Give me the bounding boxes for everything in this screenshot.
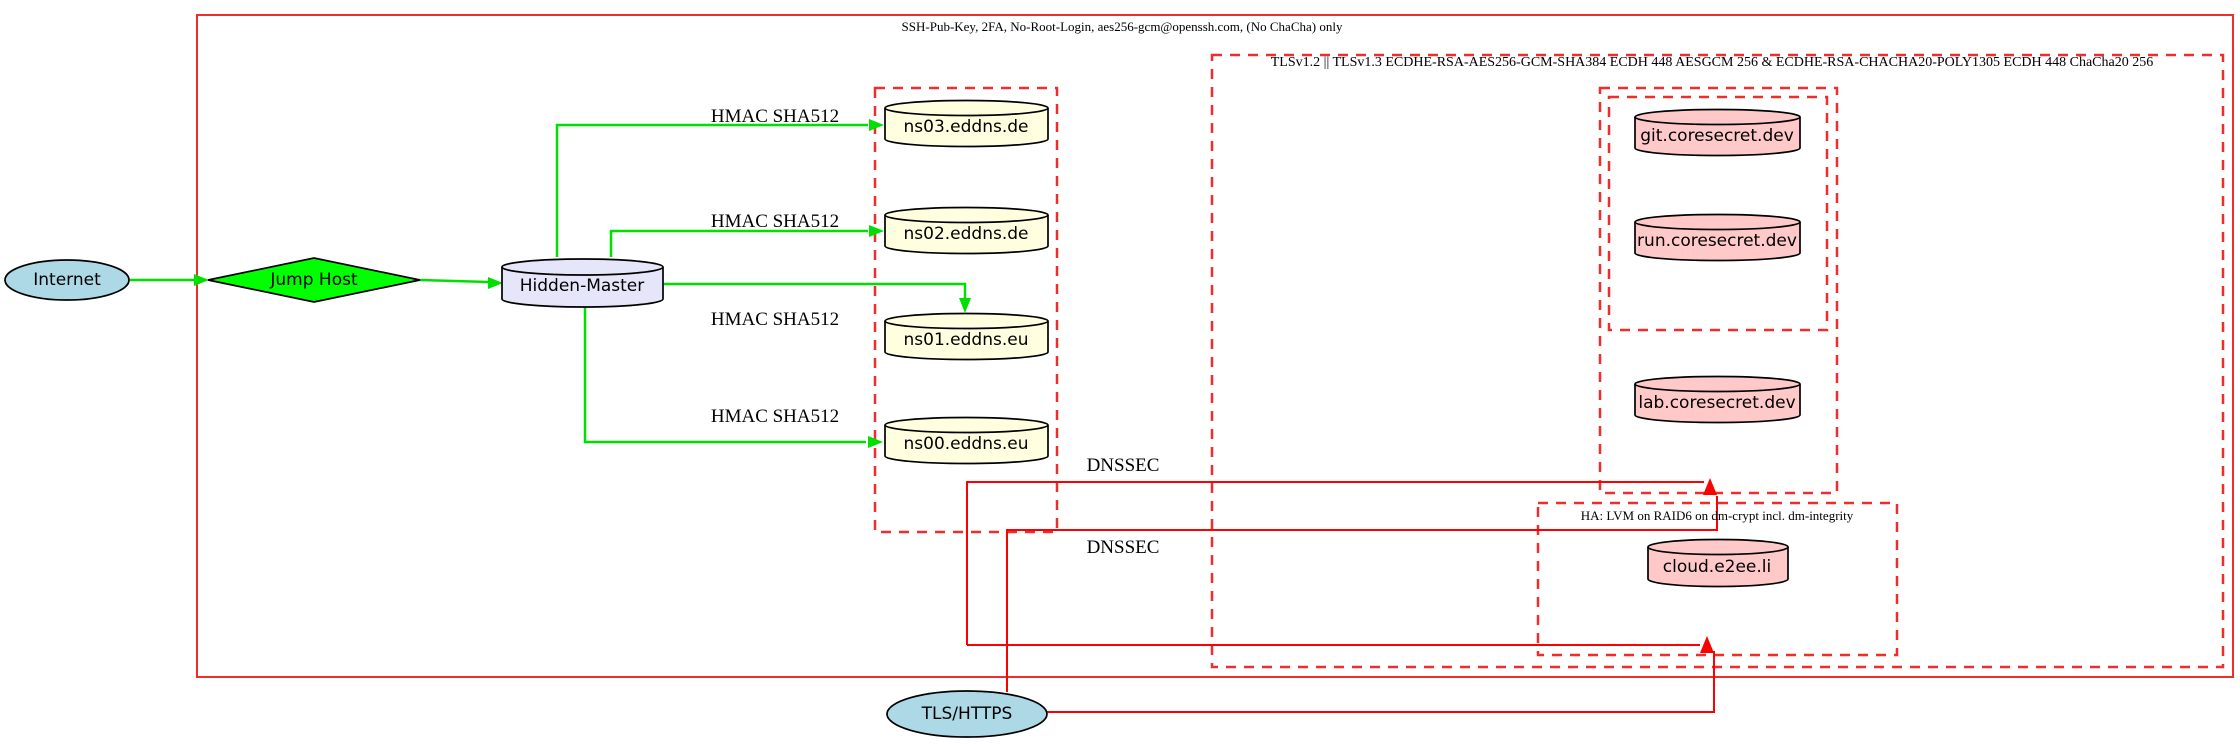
edge-hiddenmaster-ns02 bbox=[609, 229, 868, 257]
ns01-label: ns01.eddns.eu bbox=[903, 330, 1029, 350]
arrowhead-ha bbox=[1700, 636, 1714, 653]
arrowhead-ns00 bbox=[868, 436, 883, 448]
hmac-label-1: HMAC SHA512 bbox=[710, 106, 840, 127]
green-arrowheads bbox=[194, 119, 971, 448]
edge-tlshttps-to-ha bbox=[1047, 651, 1715, 713]
edge-hiddenmaster-ns03 bbox=[555, 123, 868, 257]
red-arrowheads bbox=[1700, 478, 1717, 653]
hmac-label-2: HMAC SHA512 bbox=[710, 211, 840, 232]
ns02-cylinder bbox=[884, 206, 1049, 255]
cloud-label: cloud.e2ee.li bbox=[1662, 557, 1772, 577]
cluster-dns-box bbox=[873, 86, 1059, 534]
run-label: run.coresecret.dev bbox=[1637, 231, 1797, 251]
arrowhead-ns03 bbox=[869, 119, 884, 131]
arrowhead-hiddenmaster bbox=[488, 277, 503, 289]
hidden-master-cylinder bbox=[501, 258, 664, 308]
lab-label: lab.coresecret.dev bbox=[1638, 393, 1796, 413]
cluster-ha-label: HA: LVM on RAID6 on dm-crypt incl. dm-in… bbox=[1580, 508, 1854, 523]
hmac-label-4: HMAC SHA512 bbox=[710, 406, 840, 427]
ns02-label: ns02.eddns.de bbox=[903, 224, 1029, 244]
arrowhead-ns01 bbox=[959, 298, 971, 313]
cluster-tls-box bbox=[1210, 53, 2225, 669]
arrowhead-jumphost bbox=[194, 274, 209, 286]
cloud-cylinder bbox=[1647, 538, 1789, 588]
hmac-label-3: HMAC SHA512 bbox=[710, 309, 840, 330]
arrowhead-coresecret bbox=[1703, 478, 1717, 495]
ns00-cylinder bbox=[884, 416, 1049, 465]
internet-label: Internet bbox=[33, 270, 101, 290]
jump-host-node bbox=[207, 257, 421, 303]
lab-cylinder bbox=[1634, 375, 1801, 424]
green-edges bbox=[130, 123, 967, 444]
git-cylinder bbox=[1634, 108, 1801, 157]
cluster-ssh-label: SSH-Pub-Key, 2FA, No-Root-Login, aes256-… bbox=[901, 19, 1343, 34]
cluster-ha-box bbox=[1536, 501, 1899, 657]
edge-tlshttps-to-coresecret bbox=[1006, 496, 1718, 692]
cluster-ssh-box bbox=[196, 14, 2234, 678]
edge-hiddenmaster-ns00 bbox=[583, 306, 866, 444]
red-edges bbox=[966, 481, 1718, 713]
internet-node bbox=[4, 259, 130, 301]
cluster-coresecret-outer-box bbox=[1598, 86, 1839, 495]
cluster-tls-label: TLSv1.2 || TLSv1.3 ECDHE-RSA-AES256-GCM-… bbox=[1270, 55, 2154, 70]
tls-https-label: TLS/HTTPS bbox=[921, 704, 1013, 724]
ns01-cylinder bbox=[884, 312, 1049, 361]
edge-hiddenmaster-ns01 bbox=[664, 282, 967, 298]
dnssec-label-2: DNSSEC bbox=[1086, 537, 1160, 558]
dnssec-label-1: DNSSEC bbox=[1086, 455, 1160, 476]
ns03-label: ns03.eddns.de bbox=[903, 117, 1029, 137]
arrowhead-ns02 bbox=[869, 225, 884, 237]
hidden-master-label: Hidden-Master bbox=[519, 276, 645, 296]
ns00-label: ns00.eddns.eu bbox=[903, 434, 1029, 454]
run-cylinder bbox=[1634, 213, 1801, 262]
tls-https-node bbox=[886, 690, 1048, 738]
jump-host-label: Jump Host bbox=[270, 270, 358, 290]
edge-dnssec-to-coresecret bbox=[966, 481, 1704, 645]
cluster-coresecret-inner-box bbox=[1607, 95, 1829, 332]
git-label: git.coresecret.dev bbox=[1640, 126, 1794, 146]
ns03-cylinder bbox=[884, 99, 1049, 148]
edge-jumphost-hiddenmaster bbox=[419, 278, 490, 284]
